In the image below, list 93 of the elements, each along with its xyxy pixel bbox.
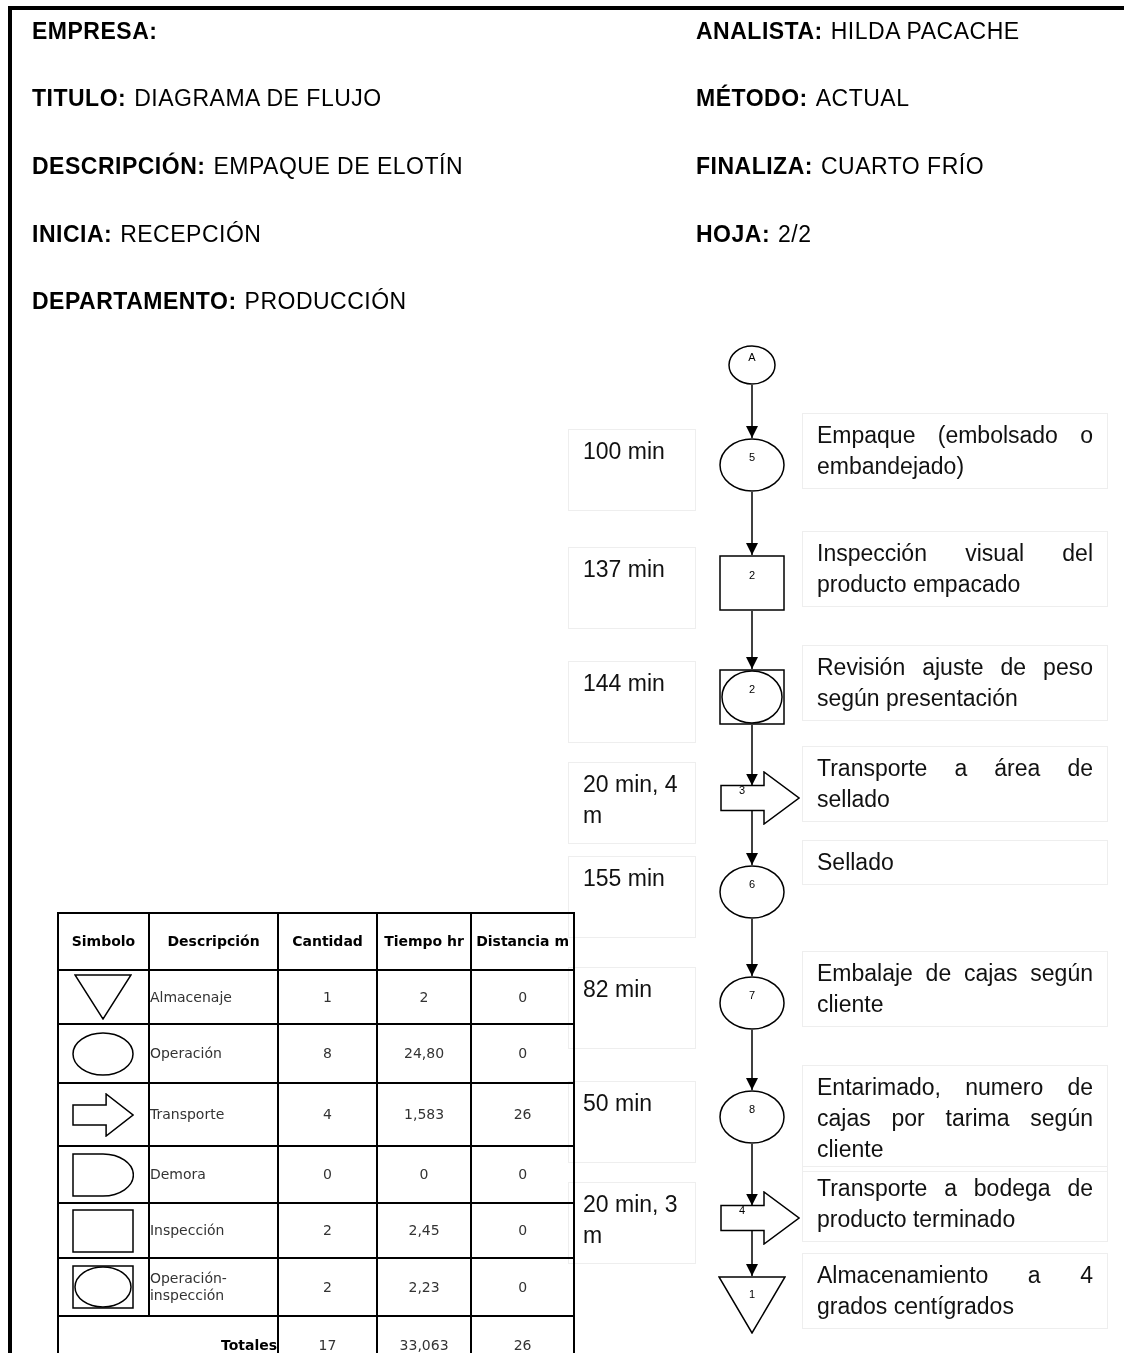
field-label: HOJA: [696, 221, 771, 247]
distance-value: 0 [471, 1024, 574, 1083]
symbol-description: Inspección [148, 1203, 279, 1258]
field-label: DEPARTAMENTO: [32, 288, 237, 314]
step-number: 3 [737, 784, 747, 796]
distance-value: 0 [471, 1146, 574, 1203]
column-header: Tiempo hr [376, 913, 472, 970]
operation-circle [719, 438, 785, 492]
arrow [746, 724, 758, 787]
step-description: Sellado [802, 840, 1108, 885]
time-value: 0 [376, 1146, 472, 1203]
field-value: DIAGRAMA DE FLUJO [134, 85, 382, 111]
field-value: CUARTO FRÍO [820, 153, 985, 179]
step-description: Embalaje de cajas según cliente [802, 951, 1108, 1027]
step-description: Inspección visual del producto empacado [802, 531, 1108, 607]
time-note: 20 min, 4 m [568, 762, 696, 844]
arrow [746, 809, 758, 866]
column-header: Simbolo [58, 913, 149, 970]
arrow [746, 1229, 758, 1277]
arrow [746, 491, 758, 556]
time-value: 2 [376, 970, 472, 1024]
quantity-value: 2 [278, 1203, 377, 1258]
step-number: 8 [747, 1103, 757, 1115]
step-number: 1 [747, 1287, 757, 1300]
time-note: 82 min [568, 967, 696, 1049]
step-description: Transporte a bodega de producto terminado [802, 1166, 1108, 1242]
step-number: 6 [747, 878, 757, 890]
step-description: Transporte a área de sellado [802, 746, 1108, 822]
totals-label: Totales [58, 1316, 279, 1353]
arrow [746, 1029, 758, 1091]
transport-symbol [720, 1191, 800, 1245]
step-number: 4 [737, 1204, 747, 1216]
quantity-value: 4 [278, 1083, 377, 1146]
column-header: Distancia m [471, 913, 574, 970]
field-value: PRODUCCIÓN [244, 288, 407, 314]
time-value: 1,583 [376, 1083, 472, 1146]
step-number: 5 [747, 451, 757, 463]
step-description: Almacenamiento a 4 grados centígrados [802, 1253, 1108, 1329]
quantity-value: 2 [278, 1258, 377, 1316]
symbol-description: Operación [148, 1024, 279, 1083]
connector-circle [728, 345, 776, 385]
arrow [746, 384, 758, 439]
column-header: Descripción [148, 913, 279, 970]
combined-operation-inspection-symbol [719, 669, 785, 725]
symbol-description: Demora [148, 1146, 279, 1203]
step-description: Entarimado, numero de cajas por tarima según cliente [802, 1065, 1108, 1172]
field-label: INICIA: [32, 221, 113, 247]
quantity-value: 8 [278, 1024, 377, 1083]
symbol-description: Transporte [148, 1083, 279, 1146]
field-label: MÉTODO: [696, 85, 808, 111]
distance-value: 26 [471, 1083, 574, 1146]
arrow [746, 1143, 758, 1207]
quantity-value: 0 [278, 1146, 377, 1203]
step-number: A [747, 351, 757, 363]
operation-circle [719, 1090, 785, 1144]
storage-triangle [718, 1276, 786, 1334]
step-number: 2 [747, 569, 757, 581]
symbol-description: Operación- inspección [148, 1258, 279, 1316]
transport-symbol [720, 771, 800, 825]
time-note: 137 min [568, 547, 696, 629]
time-note: 100 min [568, 429, 696, 511]
inspection-square [719, 555, 785, 611]
step-description: Empaque (embolsado o embandejado) [802, 413, 1108, 489]
step-number: 2 [747, 683, 757, 695]
step-description: Revisión ajuste de peso según presentación [802, 645, 1108, 721]
field-label: ANALISTA: [696, 18, 823, 44]
field-value: 2/2 [778, 221, 812, 247]
field-value: RECEPCIÓN [120, 221, 262, 247]
operation-circle [719, 976, 785, 1030]
field-value: ACTUAL [815, 85, 910, 111]
arrow [746, 918, 758, 977]
column-header: Cantidad [278, 913, 377, 970]
distance-value: 0 [471, 1258, 574, 1316]
time-value: 24,80 [376, 1024, 472, 1083]
distance-value: 0 [471, 1203, 574, 1258]
time-value: 2,23 [376, 1258, 472, 1316]
quantity-value: 1 [278, 970, 377, 1024]
field-label: DESCRIPCIÓN: [32, 153, 206, 179]
time-note: 20 min, 3 m [568, 1182, 696, 1264]
field-value: HILDA PACACHE [830, 18, 1020, 44]
field-label: EMPRESA: [32, 18, 158, 44]
symbol-description: Almacenaje [148, 970, 279, 1024]
time-note: 144 min [568, 661, 696, 743]
time-value: 2,45 [376, 1203, 472, 1258]
time-note: 155 min [568, 856, 696, 938]
arrow [746, 610, 758, 670]
field-label: FINALIZA: [696, 153, 813, 179]
step-number: 7 [747, 989, 757, 1001]
field-label: TITULO: [32, 85, 127, 111]
distance-value: 0 [471, 970, 574, 1024]
time-note: 50 min [568, 1081, 696, 1163]
field-value: EMPAQUE DE ELOTÍN [213, 153, 464, 179]
operation-circle [719, 865, 785, 919]
